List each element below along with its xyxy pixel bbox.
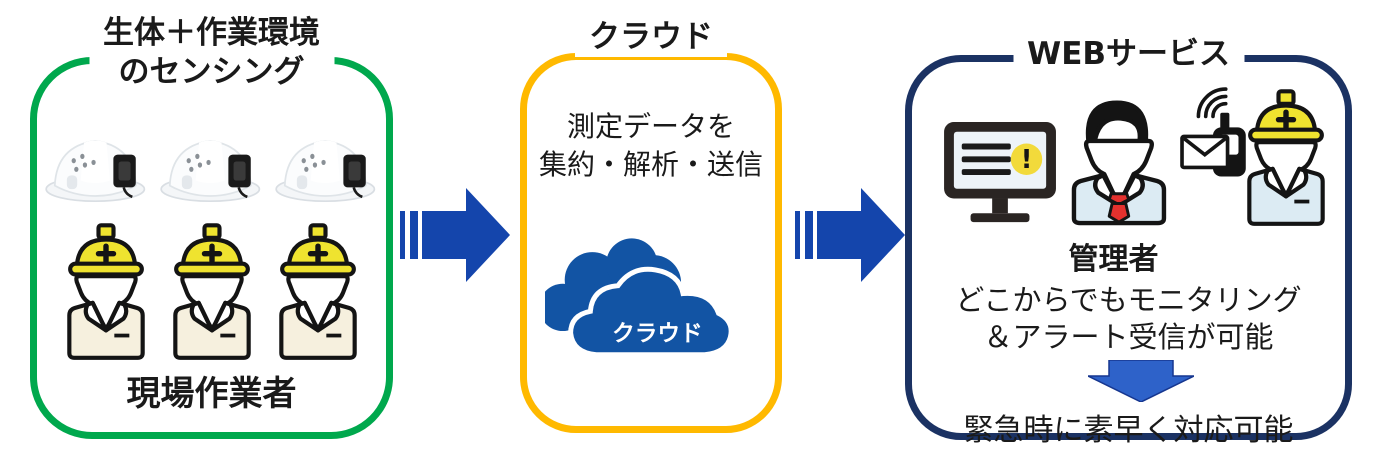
- cloud-label: クラウド: [612, 321, 703, 347]
- cloud-panel-title: クラウド: [575, 18, 727, 58]
- sensing-title-line1: 生体＋作業環境: [103, 15, 320, 51]
- manager-caption: 管理者: [1068, 242, 1159, 277]
- hardhat-worker-icon: [1240, 88, 1332, 228]
- monitoring-line2: ＆アラート受信が可能: [983, 319, 1274, 354]
- worker-row: [60, 222, 364, 362]
- alert-exclamation: !: [1021, 145, 1033, 175]
- down-arrow-icon: [1087, 359, 1194, 403]
- cloud-description-line2: 集約・解析・送信: [538, 147, 763, 181]
- sensing-panel-title: 生体＋作業環境 のセンシング: [89, 14, 334, 93]
- field-workers-caption: 現場作業者: [126, 374, 297, 414]
- web-service-icons: !: [912, 82, 1345, 232]
- sensor-helmet-icon: [41, 125, 153, 205]
- sensor-helmet-icon: [156, 125, 268, 205]
- web-service-panel-title: WEBサービス: [1013, 35, 1244, 75]
- mail-phone-icon: [1180, 87, 1246, 177]
- sensor-helmet-icon: [271, 125, 383, 205]
- web-service-panel: WEBサービス !: [905, 35, 1352, 448]
- hardhat-worker-icon: [272, 222, 364, 362]
- alert-monitor-icon: !: [944, 121, 1056, 223]
- monitoring-line1: どこからでもモニタリング: [955, 283, 1302, 317]
- manager-person-icon: [1071, 100, 1167, 226]
- cloud-description: 測定データを 集約・解析・送信: [539, 108, 763, 184]
- cloud-icon: クラウド: [545, 237, 734, 357]
- hardhat-worker-icon: [166, 222, 258, 362]
- sensing-panel: 生体＋作業環境 のセンシング 現場作業者: [30, 14, 393, 439]
- cloud-panel: クラウド 測定データを 集約・解析・送信 クラウド: [520, 18, 782, 433]
- striped-right-arrow-icon: [400, 185, 510, 285]
- monitoring-text: どこからでもモニタリング ＆アラート受信が可能: [955, 282, 1301, 355]
- hardhat-worker-icon: [60, 222, 152, 362]
- helmet-row: [41, 125, 383, 205]
- emergency-caption: 緊急時に素早く対応可能: [963, 413, 1294, 449]
- cloud-description-line1: 測定データを: [566, 110, 735, 143]
- sensing-title-line2: のセンシング: [118, 54, 305, 91]
- striped-right-arrow-icon: [795, 185, 905, 285]
